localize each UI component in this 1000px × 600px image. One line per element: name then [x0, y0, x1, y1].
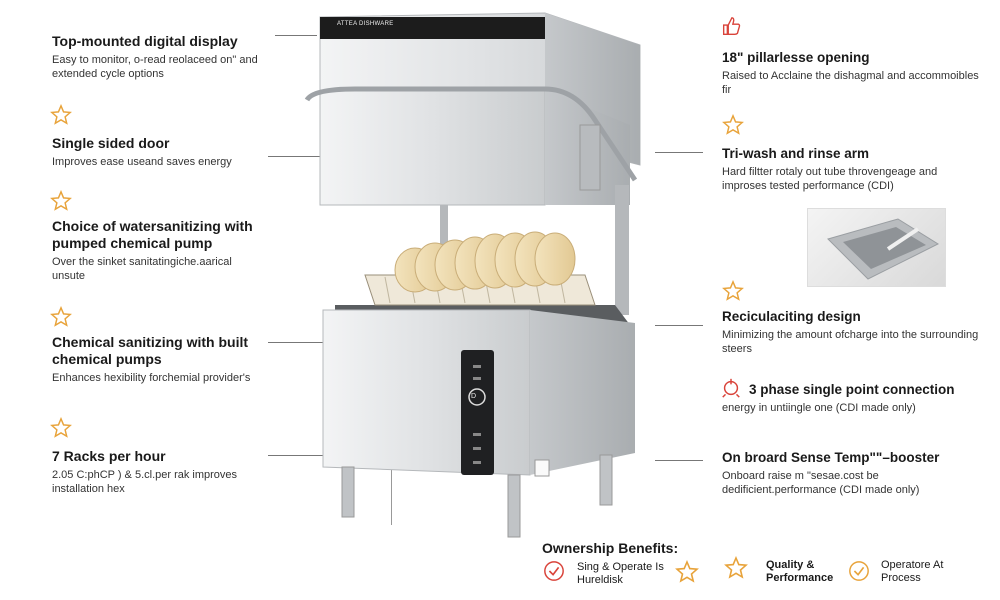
wash-arm-image — [827, 218, 940, 280]
leader-line — [275, 35, 317, 36]
feature-title: Choice of watersanitizing with pumped ch… — [52, 218, 253, 251]
star-icon — [50, 306, 72, 327]
feature-title: Chemical sanitizing with built chemical … — [52, 334, 249, 367]
panel-button-label[interactable]: D — [471, 393, 477, 400]
feature-booster: On broard Sense Temp""–booster Onboard r… — [722, 449, 982, 497]
feature-door: Single sided door Improves ease useand s… — [52, 135, 292, 169]
leader-line — [391, 440, 392, 525]
star-icon — [722, 114, 744, 135]
wash-arm-thumbnail — [807, 208, 946, 287]
feature-connection: 3 phase single point connection energy i… — [722, 381, 992, 415]
feature-recirculating: Reciculaciting design Minimizing the amo… — [722, 308, 982, 356]
feature-desc: Improves ease useand saves energy — [52, 156, 232, 168]
feature-desc: Over the sinket sanitatingiche.aarical u… — [52, 256, 232, 282]
ownership-title: Ownership Benefits: — [542, 540, 679, 556]
star-icon — [724, 556, 748, 579]
check-circle-icon — [849, 561, 869, 581]
panel-brand: ATTEA DISHWARE — [337, 21, 394, 27]
feature-desc: 2.05 C:phCP ) & 5.cl.per rak improves in… — [52, 469, 238, 495]
feature-desc: Minimizing the amount ofcharge into the … — [722, 329, 979, 355]
feature-wash-arm: Tri-wash and rinse arm Hard filtter rota… — [722, 145, 982, 193]
star-icon — [50, 190, 72, 211]
feature-title: 7 Racks per hour — [52, 448, 166, 464]
ownership-item: Quality & Performance — [766, 559, 834, 584]
ownership-item: Operatore At Process — [881, 559, 944, 584]
feature-desc: Easy to monitor, o-read reolaceed on" an… — [52, 54, 258, 80]
connection-icon — [722, 378, 740, 398]
star-icon — [50, 417, 72, 438]
feature-desc: energy in untiingle one (CDI made only) — [722, 402, 916, 414]
star-icon — [675, 560, 699, 583]
check-circle-icon — [544, 561, 564, 581]
feature-title: Tri-wash and rinse arm — [722, 146, 870, 161]
star-icon — [722, 280, 744, 301]
leader-line — [655, 152, 703, 153]
feature-chemical: Chemical sanitizing with built chemical … — [52, 334, 267, 385]
feature-display: Top-mounted digital display Easy to moni… — [52, 33, 292, 81]
dishwasher-illustration — [304, 12, 641, 538]
feature-title: Reciculaciting design — [722, 309, 861, 324]
feature-title: 3 phase single point connection — [749, 382, 955, 397]
feature-title: On broard Sense Temp""–booster — [722, 450, 940, 465]
leader-line — [655, 325, 703, 326]
feature-title: 18" pillarlesse opening — [722, 50, 870, 65]
feature-title: Single sided door — [52, 135, 170, 151]
feature-desc: Raised to Acclaine the dishagmal and acc… — [722, 70, 979, 96]
star-icon — [50, 104, 72, 125]
ownership-item: Sing & Operate Is Hureldisk — [577, 561, 664, 586]
feature-title: Top-mounted digital display — [52, 33, 238, 49]
feature-opening: 18" pillarlesse opening Raised to Acclai… — [722, 49, 982, 97]
thumbs-up-icon — [722, 17, 741, 35]
feature-desc: Enhances hexibility forchemial provider'… — [52, 372, 251, 384]
feature-racks: 7 Racks per hour 2.05 C:phCP ) & 5.cl.pe… — [52, 448, 252, 496]
feature-desc: Hard filtter rotaly out tube throvengeag… — [722, 166, 938, 192]
leader-line — [268, 342, 360, 343]
feature-sanitizing: Choice of watersanitizing with pumped ch… — [52, 218, 267, 283]
leader-line — [655, 460, 703, 461]
feature-desc: Onboard raise m "sesae.cost be dedificie… — [722, 470, 920, 496]
